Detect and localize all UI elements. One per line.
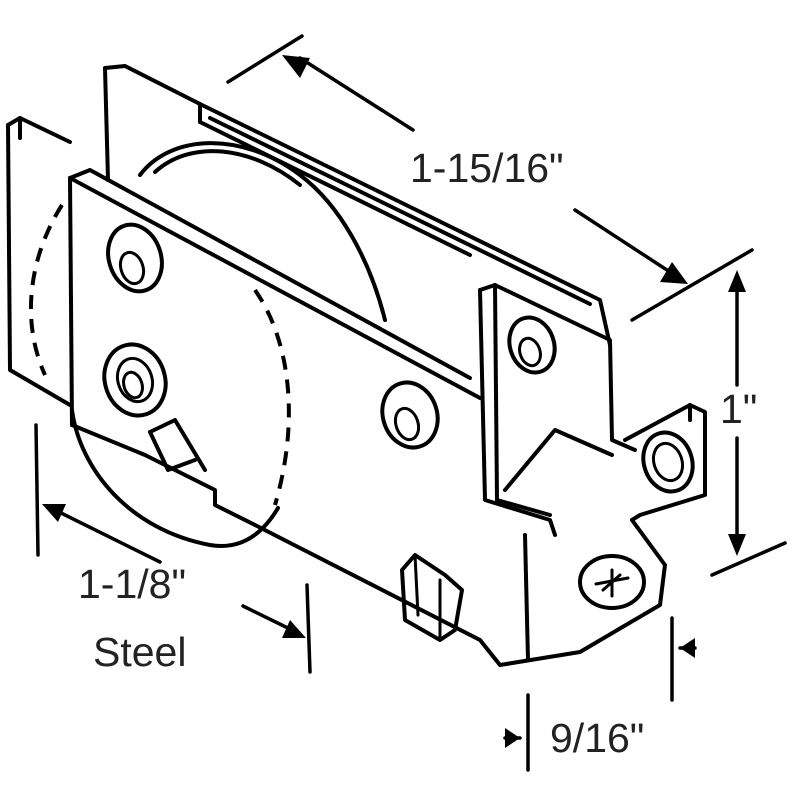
width-label: 9/16" [550,715,644,761]
left-end-plate [6,116,72,407]
dimension-width [503,616,697,772]
right-bracket [478,283,707,537]
steel-wheel [29,141,387,548]
dimension-height [710,270,787,577]
rear-plate [103,64,612,347]
dimension-wheel [34,423,312,674]
front-plate [68,168,482,527]
height-label: 1" [720,386,757,432]
length-label: 1-15/16" [410,145,564,191]
housing-base [253,518,667,667]
wheel-material-label: Steel [93,629,186,675]
wheel-diameter-label: 1-1/8" [78,561,186,607]
dimension-length [226,34,754,322]
